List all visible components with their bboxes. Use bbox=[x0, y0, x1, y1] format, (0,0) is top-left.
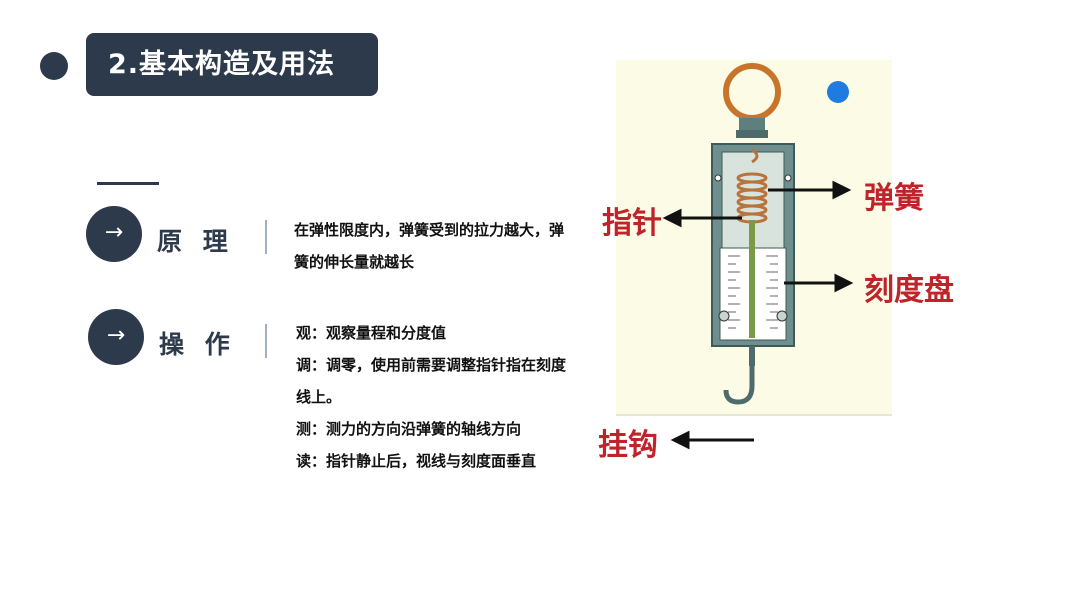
scale-ticks bbox=[728, 255, 778, 329]
principle-text: 在弹性限度内，弹簧受到的拉力越大，弹簧的伸长量就越长 bbox=[294, 221, 565, 271]
pointer-rod bbox=[749, 220, 755, 338]
hook-icon bbox=[723, 366, 755, 405]
decorative-rule bbox=[97, 182, 159, 185]
operation-text: 观：观察量程和分度值 调：调零，使用前需要调整指针指在刻度线上。 测：测力的方向… bbox=[296, 317, 568, 477]
top-connector bbox=[739, 118, 765, 130]
spring-scale-illustration bbox=[616, 63, 892, 416]
ring-icon bbox=[723, 63, 781, 121]
arrow-circle-icon: → bbox=[88, 309, 144, 365]
operation-line-adjust: 调：调零，使用前需要调整指针指在刻度线上。 bbox=[296, 356, 567, 406]
label-pointer: 指针 bbox=[602, 206, 662, 241]
blue-dot-icon bbox=[827, 81, 849, 103]
title-bullet-dot bbox=[40, 52, 68, 80]
label-hook: 挂钩 bbox=[598, 428, 658, 463]
section-heading-principle: 原 理 bbox=[157, 227, 234, 256]
divider-line bbox=[265, 220, 267, 254]
operation-line-read: 读：指针静止后，视线与刻度面垂直 bbox=[296, 452, 537, 470]
operation-line-observe: 观：观察量程和分度值 bbox=[296, 324, 447, 342]
arrow-circle-icon: → bbox=[86, 206, 142, 262]
label-spring: 弹簧 bbox=[864, 181, 924, 216]
slide-title: 2.基本构造及用法 bbox=[86, 33, 378, 96]
spring-scale-figure bbox=[616, 60, 892, 416]
operation-line-measure: 测：测力的方向沿弹簧的轴线方向 bbox=[296, 420, 522, 438]
divider-line bbox=[265, 324, 267, 358]
section-heading-operation: 操 作 bbox=[159, 330, 236, 359]
label-scale: 刻度盘 bbox=[864, 273, 954, 308]
